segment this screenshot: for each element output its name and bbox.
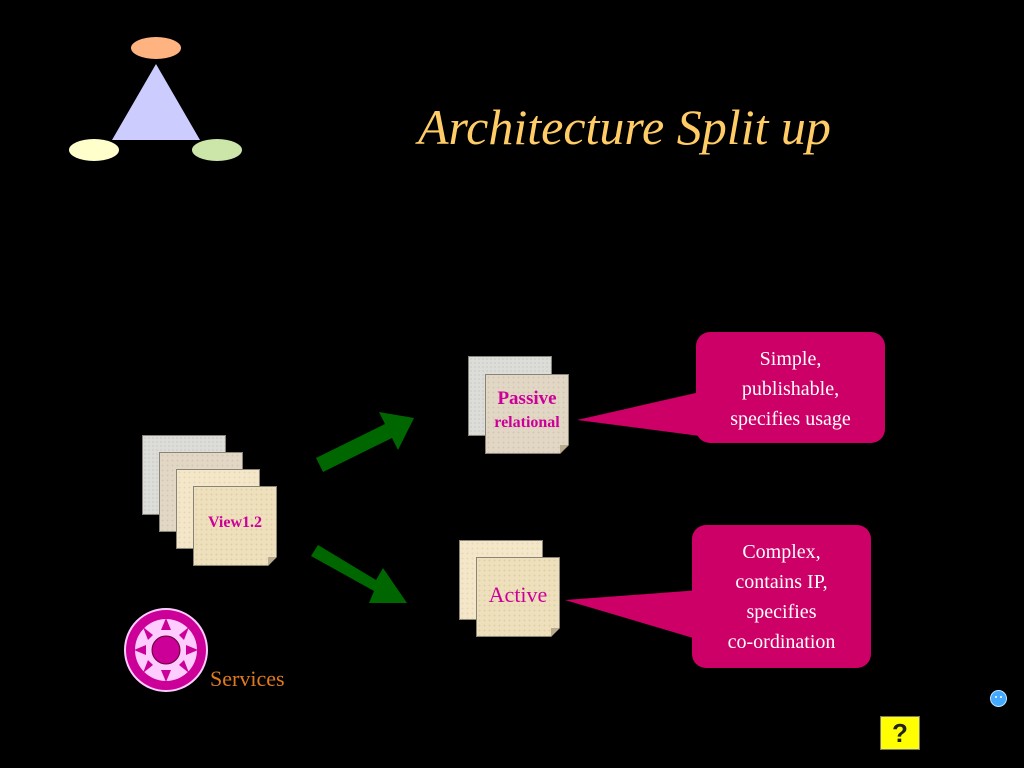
callout-passive-line-3: specifies usage [730, 408, 851, 430]
logo-right-oval [192, 139, 242, 161]
logo-left-oval [69, 139, 119, 161]
active-card-front: Active [476, 557, 560, 637]
arrow-up-right-icon [316, 412, 414, 472]
callout-active-line-1: Complex, [742, 541, 821, 563]
callout-active-line-2: contains IP, [735, 571, 828, 593]
arrow-down-right-icon [311, 545, 407, 603]
callout-passive-line-1: Simple, [759, 348, 822, 370]
view-card-front: View1.2 [193, 486, 277, 566]
active-label: Active [488, 582, 548, 607]
callout-pointer-active [565, 590, 700, 640]
slide-title: Architecture Split up [418, 99, 831, 155]
logo-triangle [112, 64, 200, 140]
callout-active-line-4: co-ordination [727, 631, 836, 653]
callout-passive-line-2: publishable, [741, 378, 840, 400]
sun-icon [134, 618, 198, 682]
logo-top-oval [131, 37, 181, 59]
callout-pointer-passive [577, 392, 700, 436]
passive-label: Passive [497, 388, 557, 409]
passive-card-front: Passive relational [485, 374, 569, 454]
services-emblem [124, 608, 208, 692]
callout-active: Complex, contains IP, specifies co-ordin… [692, 525, 871, 668]
services-label: Services [210, 666, 285, 691]
callout-passive: Simple, publishable, specifies usage [696, 332, 885, 443]
relational-label: relational [494, 414, 560, 431]
view-label: View1.2 [207, 514, 263, 531]
smiley-icon[interactable] [990, 690, 1007, 707]
callout-active-line-3: specifies [746, 601, 817, 623]
help-button[interactable]: ? [880, 716, 920, 750]
logo-icon [69, 37, 242, 161]
